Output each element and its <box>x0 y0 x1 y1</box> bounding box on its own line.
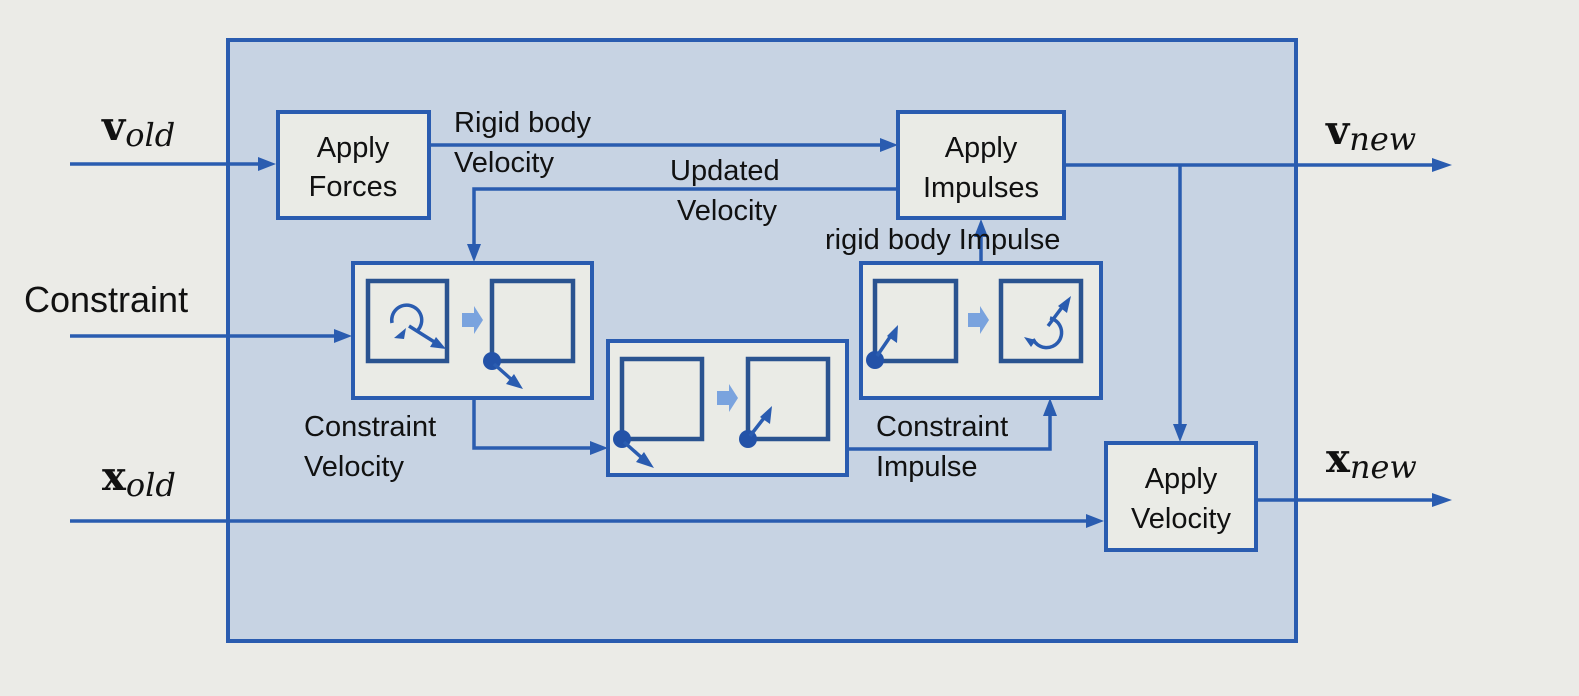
apply-forces-label-line2: Forces <box>309 171 398 203</box>
rigid-body-frame <box>998 278 1084 364</box>
constraint-velocity-wire <box>472 398 594 450</box>
step-arrow-icon <box>968 306 989 334</box>
stage-constraint-solve <box>606 339 849 477</box>
apply-impulses-block: Apply Impulses <box>896 110 1066 220</box>
updated-velocity-label-line2: Velocity <box>677 195 777 227</box>
point-velocity-icon <box>613 430 654 468</box>
rigid-body-impulse-label: rigid body Impulse <box>825 224 1060 256</box>
constraint-impulse-wire <box>848 412 1052 451</box>
constraint-frame-after <box>745 356 831 442</box>
apply-velocity-label-line2: Velocity <box>1131 503 1231 535</box>
arrowhead <box>1173 424 1187 442</box>
point-impulse-icon <box>866 325 898 369</box>
arrowhead <box>1432 493 1452 507</box>
constraint-impulse-label-line2: Impulse <box>876 451 978 483</box>
arrowhead <box>467 244 481 262</box>
arrowhead <box>974 219 988 237</box>
constraint-velocity-label-line1: Constraint <box>304 411 436 443</box>
step-arrow-icon <box>462 306 483 334</box>
point-impulse-icon <box>739 406 772 448</box>
rotation-impulse-icon <box>1024 296 1071 350</box>
v-old-label: vold <box>101 103 175 154</box>
apply-forces-block: Apply Forces <box>276 110 431 220</box>
stage-rigid-to-constraint-velocity <box>351 261 594 400</box>
apply-forces-label-line1: Apply <box>317 132 390 164</box>
rotation-velocity-icon <box>389 303 446 349</box>
arrowhead <box>590 441 608 455</box>
constraint-input-label: Constraint <box>24 279 188 320</box>
arrowhead <box>334 329 352 343</box>
point-velocity-icon <box>483 352 523 389</box>
constraint-frame <box>872 278 959 364</box>
stage-constraint-to-rigid-impulse <box>859 261 1103 400</box>
updated-velocity-wire <box>472 187 898 248</box>
apply-impulses-label-line2: Impulses <box>923 172 1039 204</box>
arrowhead <box>1043 398 1057 416</box>
constraint-frame <box>489 278 576 364</box>
apply-velocity-label-line1: Apply <box>1145 463 1218 495</box>
constraint-impulse-label-line1: Constraint <box>876 411 1008 443</box>
apply-impulses-label-line1: Apply <box>945 132 1018 164</box>
apply-velocity-block: Apply Velocity <box>1104 441 1258 552</box>
v-new-label: vnew <box>1325 107 1416 158</box>
arrowhead <box>1432 158 1452 172</box>
constraint-frame-before <box>619 356 705 442</box>
arrowhead <box>258 157 276 171</box>
step-arrow-icon <box>717 384 738 412</box>
x-new-label: xnew <box>1326 435 1417 486</box>
rigid-body-frame <box>365 278 450 364</box>
x-old-label: xold <box>102 453 176 504</box>
rigid-body-velocity-label-line2: Velocity <box>454 147 554 179</box>
constraint-velocity-label-line2: Velocity <box>304 451 404 483</box>
rigid-body-velocity-label-line1: Rigid body <box>454 107 592 139</box>
updated-velocity-label-line1: Updated <box>670 155 780 187</box>
arrowhead <box>880 138 898 152</box>
arrowhead <box>1086 514 1104 528</box>
